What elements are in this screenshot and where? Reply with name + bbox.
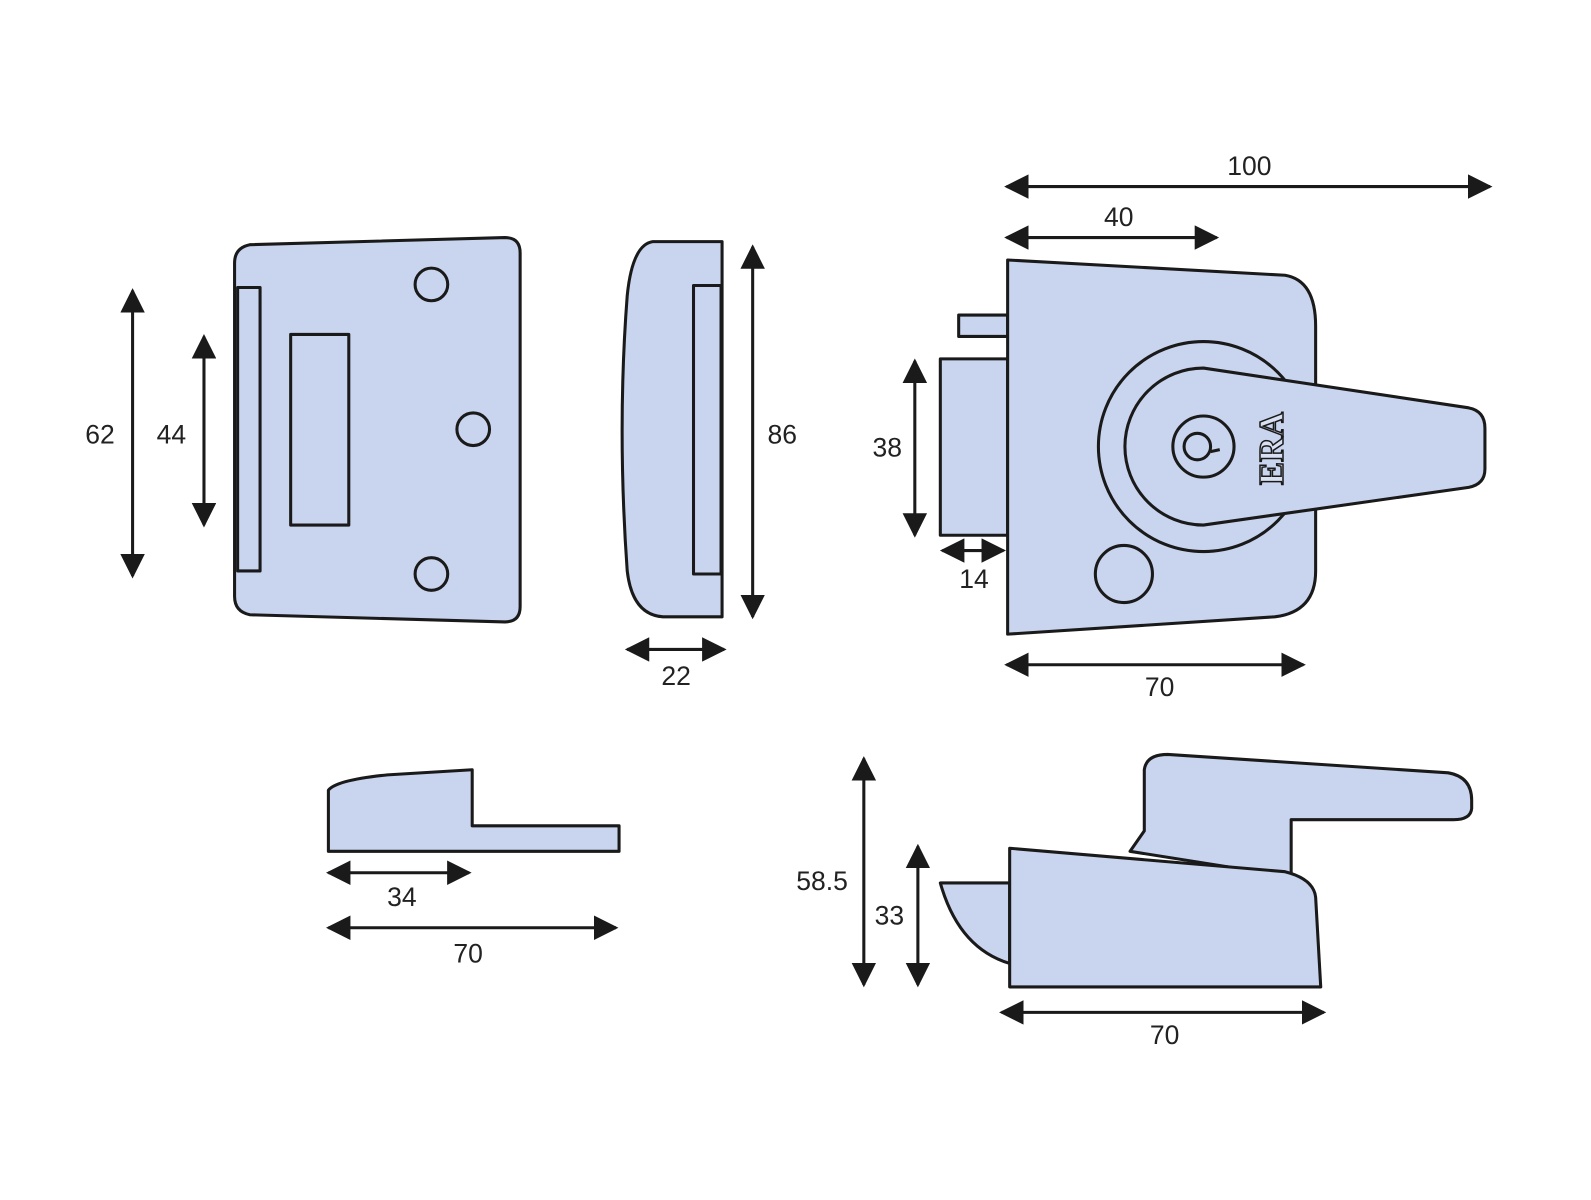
- keep-front-view: 62 44: [85, 236, 522, 624]
- keep-plan-view: 34 70: [325, 768, 621, 968]
- lock-front-view: ERA 100 40 38 14 70: [873, 151, 1493, 702]
- dimension-label: 70: [453, 938, 482, 968]
- keep-side-view: 86 22: [620, 240, 797, 691]
- dimension-label: 38: [873, 433, 902, 463]
- dimension-label: 44: [157, 419, 186, 449]
- handle: [1123, 366, 1487, 527]
- era-logo: ERA: [1253, 412, 1291, 485]
- lock-side-view: 58.5 33 70: [796, 752, 1474, 1050]
- dimension-label: 22: [661, 661, 690, 691]
- dimension-label: 14: [959, 564, 988, 594]
- dimension-label: 100: [1227, 151, 1271, 181]
- dimension-label: 34: [387, 882, 416, 912]
- dimension-label: 58.5: [796, 866, 848, 896]
- dimension-label: 70: [1150, 1020, 1179, 1050]
- dimension-label: 62: [85, 419, 114, 449]
- screw-hole: [455, 411, 492, 448]
- dimension-label: 86: [767, 419, 796, 449]
- dimension-label: 40: [1104, 202, 1133, 232]
- dimension-label: 70: [1145, 672, 1174, 702]
- keyhole-icon: [1171, 414, 1236, 479]
- screw-hole: [413, 266, 450, 303]
- dimension-label: 33: [875, 901, 904, 931]
- screw-hole: [413, 556, 450, 592]
